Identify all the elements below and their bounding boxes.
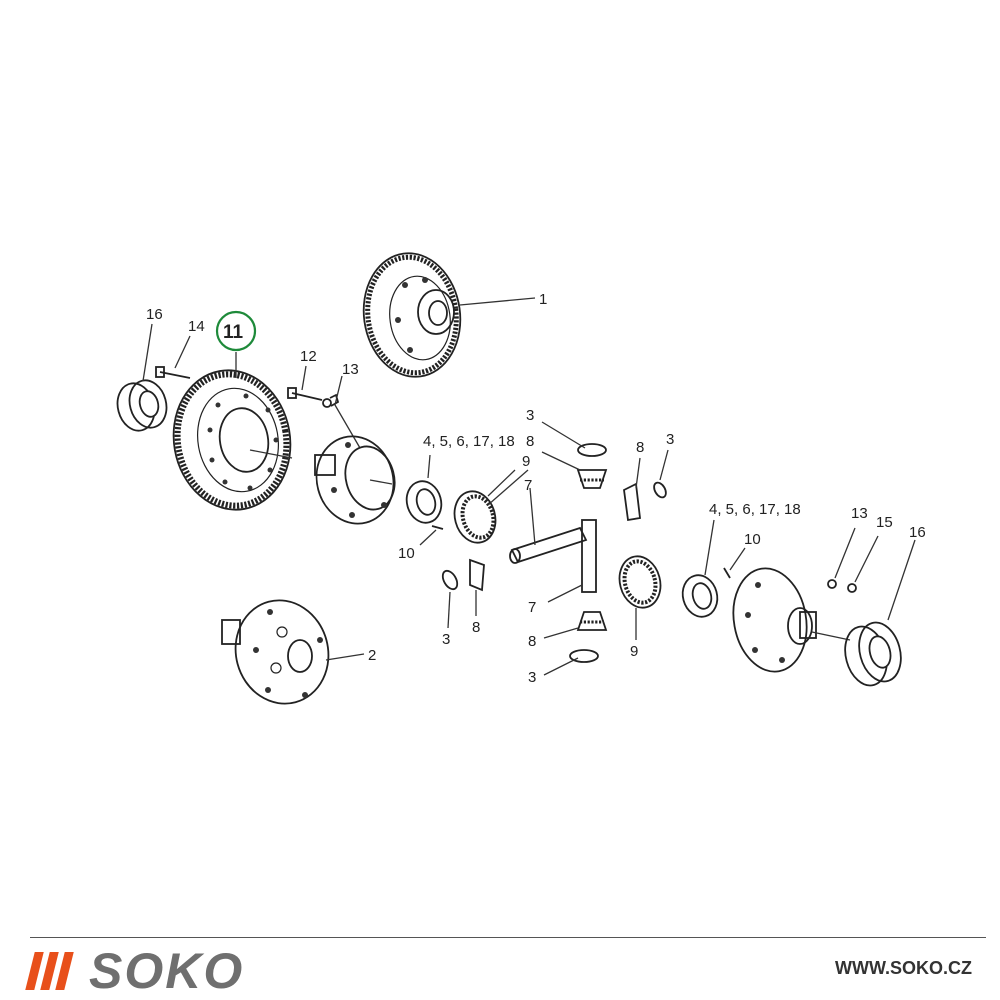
part-16-bearing-left: [116, 379, 168, 432]
callout-7-bottom: 7: [528, 599, 536, 616]
website-url[interactable]: WWW.SOKO.CZ: [835, 958, 972, 978]
callout-3-bottom: 3: [528, 669, 536, 686]
callout-13-left: 13: [342, 361, 359, 378]
callout-13-right: 13: [851, 505, 868, 522]
part-10-pin-left: [431, 525, 444, 530]
exploded-parts-diagram: 1 2 16 14 11 12 13 4, 5, 6, 17, 18 10 3 …: [116, 252, 926, 705]
differential-case-half-right: [732, 567, 817, 673]
callout-8-right-upper: 8: [636, 439, 644, 456]
callout-15: 15: [876, 514, 893, 531]
callout-16-left: 16: [146, 306, 163, 323]
part-12-bolt: [287, 387, 323, 401]
part-7-long-shaft: [509, 526, 588, 564]
callout-8-top: 8: [526, 433, 534, 450]
part-8-pinion-bottom: [576, 611, 608, 631]
part-3-washer-bottom: [569, 649, 599, 663]
brand-name: SOKO: [89, 943, 245, 999]
callout-10-left: 10: [398, 545, 415, 562]
callout-16-right: 16: [909, 524, 926, 541]
brand-logo: SOKO: [25, 943, 245, 999]
callout-8-bottom: 8: [528, 633, 536, 650]
part-15-nut: [847, 583, 857, 593]
part-4-thrust-washer-left: [405, 480, 443, 524]
callout-4-right: 4, 5, 6, 17, 18: [709, 501, 801, 518]
part-16-bearing-right: [844, 621, 902, 687]
logo-stripe: [55, 952, 74, 990]
differential-case-half-left: [314, 435, 396, 525]
part-2-differential-case: [221, 599, 330, 705]
part-1-differential-assembly: [362, 252, 462, 378]
callout-9-top: 9: [522, 453, 530, 470]
callout-9-bottom: 9: [630, 643, 638, 660]
part-10-pin-right: [723, 567, 731, 579]
footer-divider: [30, 937, 986, 938]
part-9-side-gear-right: [618, 555, 662, 609]
callout-3-right-upper: 3: [666, 431, 674, 448]
part-7-cross-shaft: [581, 519, 597, 593]
part-11-ring-gear: [172, 369, 292, 511]
callout-4-left: 4, 5, 6, 17, 18: [423, 433, 515, 450]
part-4-thrust-washer-right: [681, 574, 719, 618]
part-9-side-gear-left: [453, 490, 497, 544]
part-3-washer-left-lower: [441, 569, 459, 591]
callout-2: 2: [368, 647, 376, 664]
part-8-pinion-left-lower: [469, 558, 485, 592]
callout-3-top: 3: [526, 407, 534, 424]
part-14-bolt: [155, 366, 191, 379]
part-3-washer-top: [577, 443, 607, 457]
part-3-washer-right-upper: [653, 481, 667, 499]
callout-1: 1: [539, 291, 547, 308]
callout-11: 11: [223, 322, 244, 343]
callout-7-top: 7: [524, 477, 532, 494]
callout-12: 12: [300, 348, 317, 365]
part-8-pinion-top: [576, 469, 608, 489]
callout-3-left-lower: 3: [442, 631, 450, 648]
callout-8-left-lower: 8: [472, 619, 480, 636]
part-13-lock-plate-right: [827, 579, 837, 589]
part-8-pinion-right-upper: [623, 482, 641, 522]
callout-14: 14: [188, 318, 205, 335]
callout-10-right: 10: [744, 531, 761, 548]
